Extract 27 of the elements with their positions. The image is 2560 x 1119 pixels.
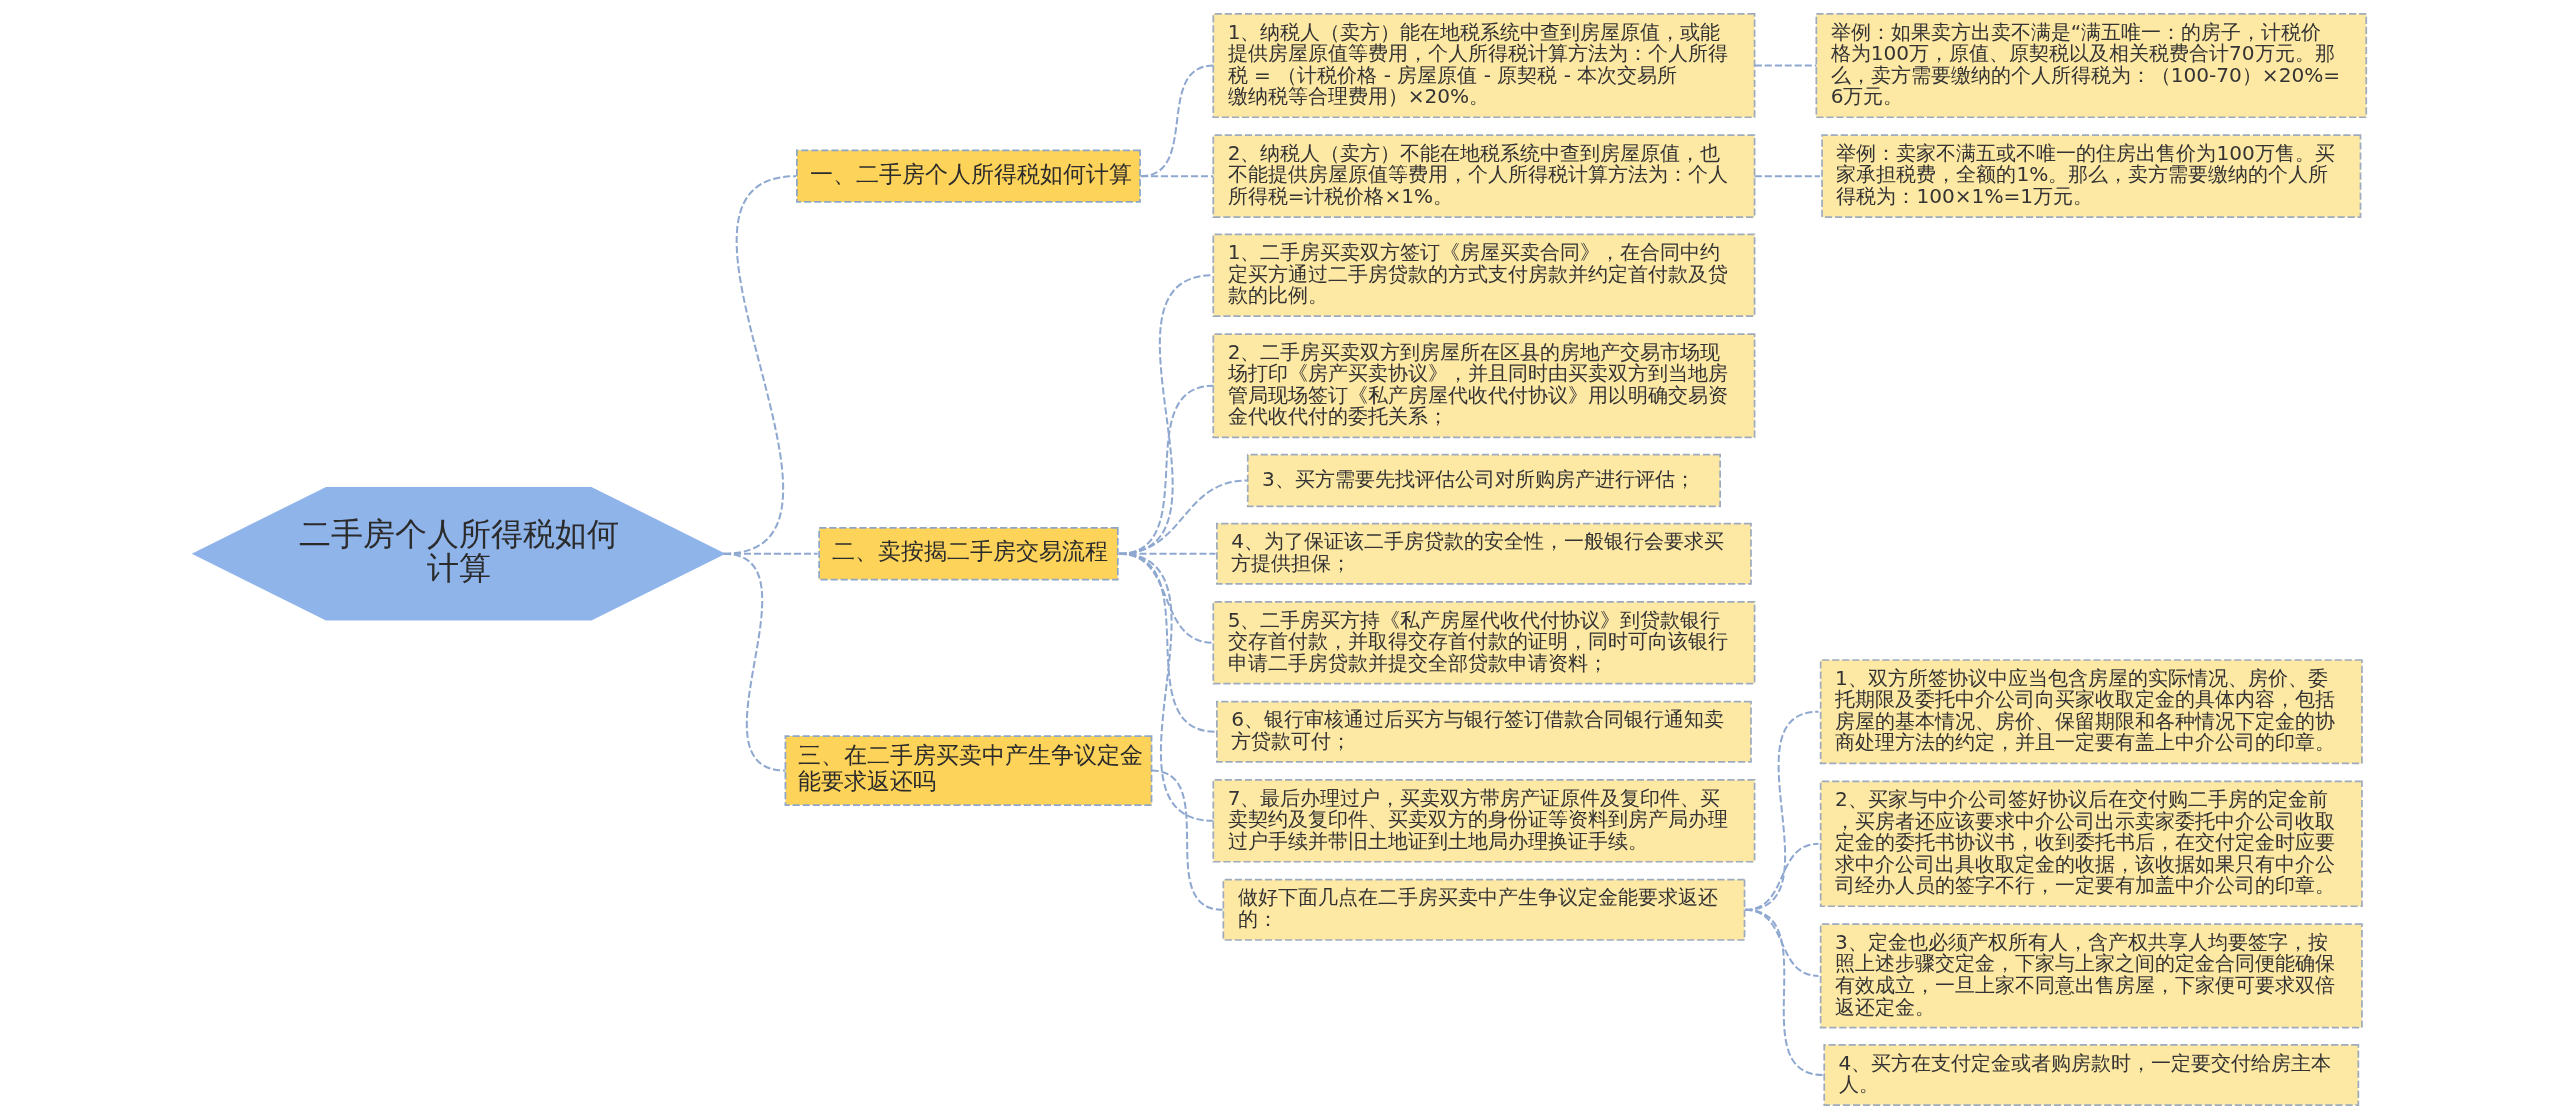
node-box: 三、在二手房买卖中产生争议定金能要求返还吗 bbox=[784, 735, 1153, 806]
node-box: 3、买方需要先找评估公司对所购房产进行评估； bbox=[1246, 453, 1721, 508]
node-box: 举例：卖家不满五或不唯一的住房出售价为100万售。买家承担税费，全额的1%。那么，卖方需要缴纳的个人所得税为：100×1%=1万元。 bbox=[1821, 134, 2362, 218]
node-box: 5、二手房买方持《私产房屋代收代付协议》到贷款银行交存首付款，并取得交存首付款的证明，同时可向该银行申请二手房贷款并提交全部贷款申请资料； bbox=[1212, 601, 1756, 685]
node-box: 2、纳税人（卖方）不能在地税系统中查到房屋原值，也不能提供房屋原值等费用，个人所得税计算方法为：个人所得税=计税价格×1%。 bbox=[1212, 134, 1756, 218]
connector bbox=[1745, 908, 1823, 1076]
node-box: 一、二手房个人所得税如何计算 bbox=[796, 149, 1141, 203]
node-box: 1、双方所签协议中应当包含房屋的实际情况、房价、委托期限及委托中介公司向买家收取定金的具体内容，包括房屋的基本情况、房价、保留期限和各种情况下定金的协商处理方法的约定，并且一定要有盖上中介公司的印章。 bbox=[1819, 659, 2363, 765]
connector bbox=[1140, 64, 1214, 178]
connector bbox=[723, 552, 786, 772]
connector bbox=[1119, 552, 1214, 822]
connector bbox=[1140, 175, 1214, 178]
connector bbox=[1754, 64, 1817, 67]
node-box: 1、二手房买卖双方签订《房屋买卖合同》，在合同中约定买方通过二手房贷款的方式支付房款并约定首付款及贷款的比例。 bbox=[1212, 233, 1756, 317]
node-box: 7、最后办理过户，买卖双方带房产证原件及复印件、买卖契约及复印件、买卖双方的身份证等资料到房产局办理过户手续并带旧土地证到土地局办理换证手续。 bbox=[1212, 779, 1756, 863]
node-box: 4、买方在支付定金或者购房款时，一定要交付给房主本人。 bbox=[1823, 1043, 2360, 1106]
node-box: 举例：如果卖方出卖不满是“满五唯一：的房子，计税价格为100万，原值、原契税以及相关税费合计70万元。那么，卖方需要缴纳的个人所得税为：（100-70）×20%=6万元。 bbox=[1815, 13, 2368, 119]
node-box: 3、定金也必须产权所有人，含产权共享人均要签字，按照上述步骤交定金，下家与上家之间的定金合同便能确保有效成立，一旦上家不同意出售房屋，下家便可要求双倍返还定金。 bbox=[1819, 923, 2363, 1029]
node-box: 2、买家与中介公司签好协议后在交付购二手房的定金前，买房者还应该要求中介公司出示卖家委托中介公司收取定金的委托书协议书，收到委托书后，在交付定金时应要求中介公司出具收取定金的收据，该收据如果只有中介公司经办人员的签字不行，一定要有加盖中介公司的印章。 bbox=[1819, 780, 2363, 908]
node-box: 4、为了保证该二手房贷款的安全性，一般银行会要求买方提供担保； bbox=[1216, 522, 1752, 585]
node-box: 做好下面几点在二手房买卖中产生争议定金能要求返还的： bbox=[1222, 878, 1746, 941]
node-box: 二、卖按揭二手房交易流程 bbox=[818, 527, 1119, 581]
connector bbox=[1151, 769, 1223, 911]
node-box: 6、银行审核通过后买方与银行签订借款合同银行通知卖方贷款可付； bbox=[1216, 700, 1752, 763]
node-box: 1、纳税人（卖方）能在地税系统中查到房屋原值，或能提供房屋原值等费用，个人所得税计算方法为：个人所得税 = （计税价格 - 房屋原值 - 原契税 - 本次交易所缴纳税等合理费用）×20%。 bbox=[1212, 13, 1756, 119]
node-box: 2、二手房买卖双方到房屋所在区县的房地产交易市场现场打印《房产买卖协议》，并且同时由买卖双方到当地房管局现场签订《私产房屋代收代付协议》用以明确交易资金代收代付的委托关系； bbox=[1212, 333, 1756, 439]
connector bbox=[1754, 175, 1820, 178]
